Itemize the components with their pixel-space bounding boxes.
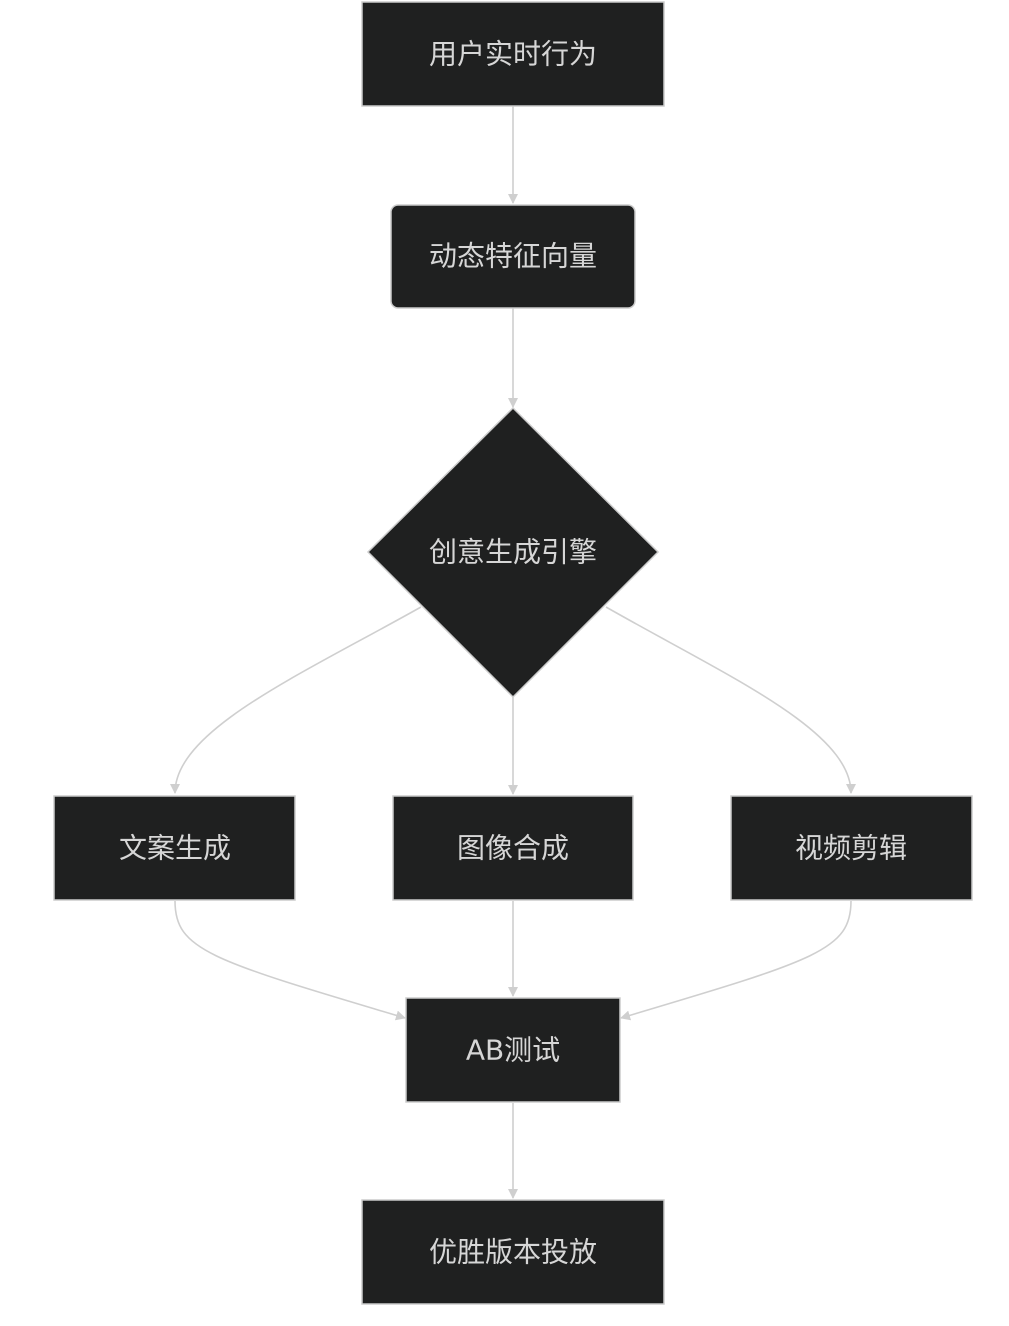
edges [170, 106, 856, 1199]
node-label: 优胜版本投放 [429, 1236, 597, 1269]
node-image-synthesis: 图像合成 [392, 795, 634, 901]
edge-engine-to-copy [170, 606, 422, 794]
node-label: 动态特征向量 [429, 240, 597, 273]
node-label: 文案生成 [119, 832, 231, 865]
node-ab-test: AB测试 [405, 997, 621, 1103]
node-label: 图像合成 [457, 832, 569, 865]
node-copy-generation: 文案生成 [53, 795, 296, 901]
node-user-realtime-behavior: 用户实时行为 [361, 1, 665, 107]
edge-engine-to-video [605, 606, 856, 794]
node-video-editing: 视频剪辑 [730, 795, 973, 901]
node-creative-engine-decision: 创意生成引擎 [366, 406, 660, 699]
edge-copy-to-abtest [174, 900, 406, 1021]
node-dynamic-feature-vector: 动态特征向量 [390, 204, 636, 309]
node-label: AB测试 [466, 1034, 560, 1067]
node-winning-version-deploy: 优胜版本投放 [361, 1199, 665, 1305]
node-label: 用户实时行为 [429, 38, 597, 71]
node-label: 创意生成引擎 [429, 536, 597, 569]
node-label: 视频剪辑 [795, 832, 907, 865]
edge-video-to-abtest [620, 900, 852, 1021]
